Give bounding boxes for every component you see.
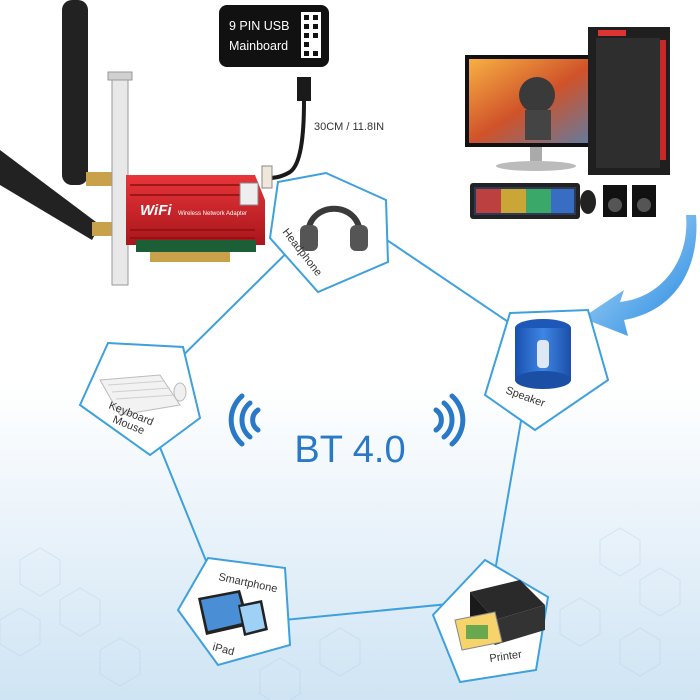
keyboard-icon [99,374,187,416]
monitor-icon [465,55,605,171]
node-speaker: Speaker [483,308,610,432]
ipad-icon [198,590,250,635]
usb-header-box: 9 PIN USB Mainboard [219,5,329,67]
card-sub-label: Wireless Network Adapter [178,211,247,217]
header-line2: Mainboard [229,39,288,53]
wifi-card: WiFi Wireless Network Adapter [126,175,265,262]
cable-length: 30CM / 11.8IN [314,121,384,133]
desktop-speakers [603,185,656,217]
pcie-bracket [107,71,133,286]
bluetooth-waves-icon [228,393,466,447]
node-printer: Printer [431,558,550,684]
printer-label: Printer [489,649,523,665]
hex-pattern [0,527,681,700]
mouse-icon [580,190,596,214]
card-label: WiFi [140,202,172,219]
speaker-icon [515,319,571,389]
arrow-icon [582,215,697,336]
keyboard-icon [470,183,580,219]
header-line1: 9 PIN USB [229,19,289,33]
smartphone-icon [238,600,268,636]
pc-tower-icon [588,27,670,175]
ipad-label: iPad [211,641,235,658]
node-smartphone-ipad: Smartphone iPad [176,556,292,667]
printer-icon [454,580,545,651]
usb-cable [261,77,311,189]
node-keyboard-mouse: Keyboard Mouse [78,341,202,457]
headphone-icon [300,205,368,251]
mouse-icon [173,382,187,402]
center-title: BT 4.0 [294,429,405,471]
